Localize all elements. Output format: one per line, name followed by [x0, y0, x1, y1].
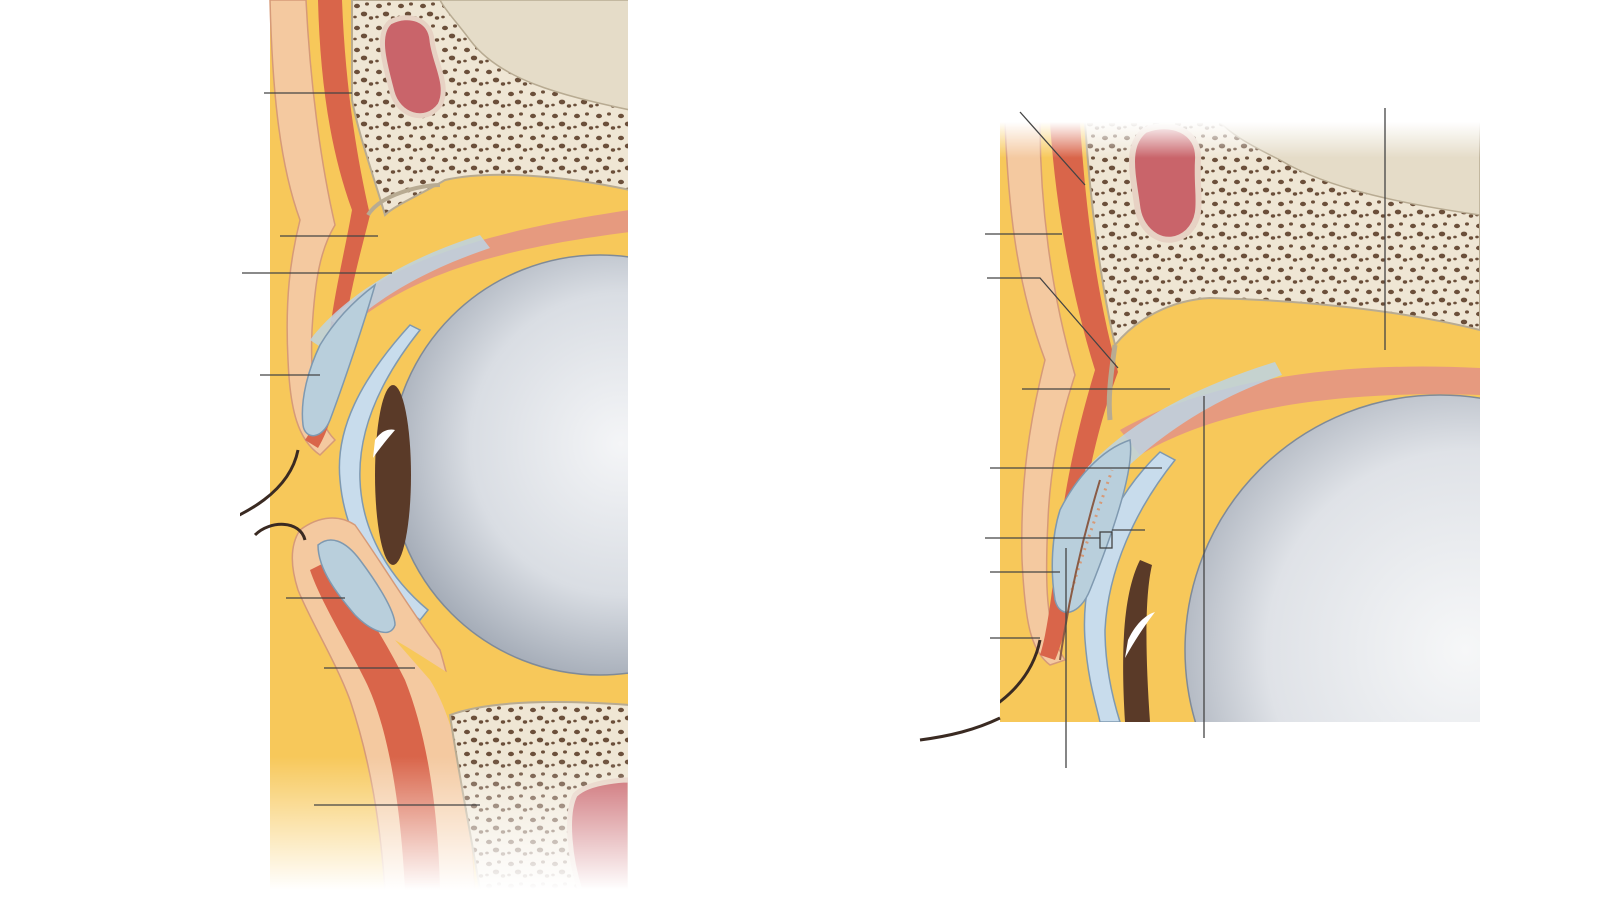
right-leader-lines: [985, 108, 1386, 768]
leader-line: [1019, 111, 1086, 186]
right-panel: [1000, 122, 1480, 722]
eyelash-right-tip: [919, 716, 1001, 742]
leader-line: [987, 277, 1119, 369]
left-leader-lines: [242, 92, 480, 806]
detail-marker-box: [1099, 531, 1113, 549]
left-panel: [240, 0, 628, 890]
